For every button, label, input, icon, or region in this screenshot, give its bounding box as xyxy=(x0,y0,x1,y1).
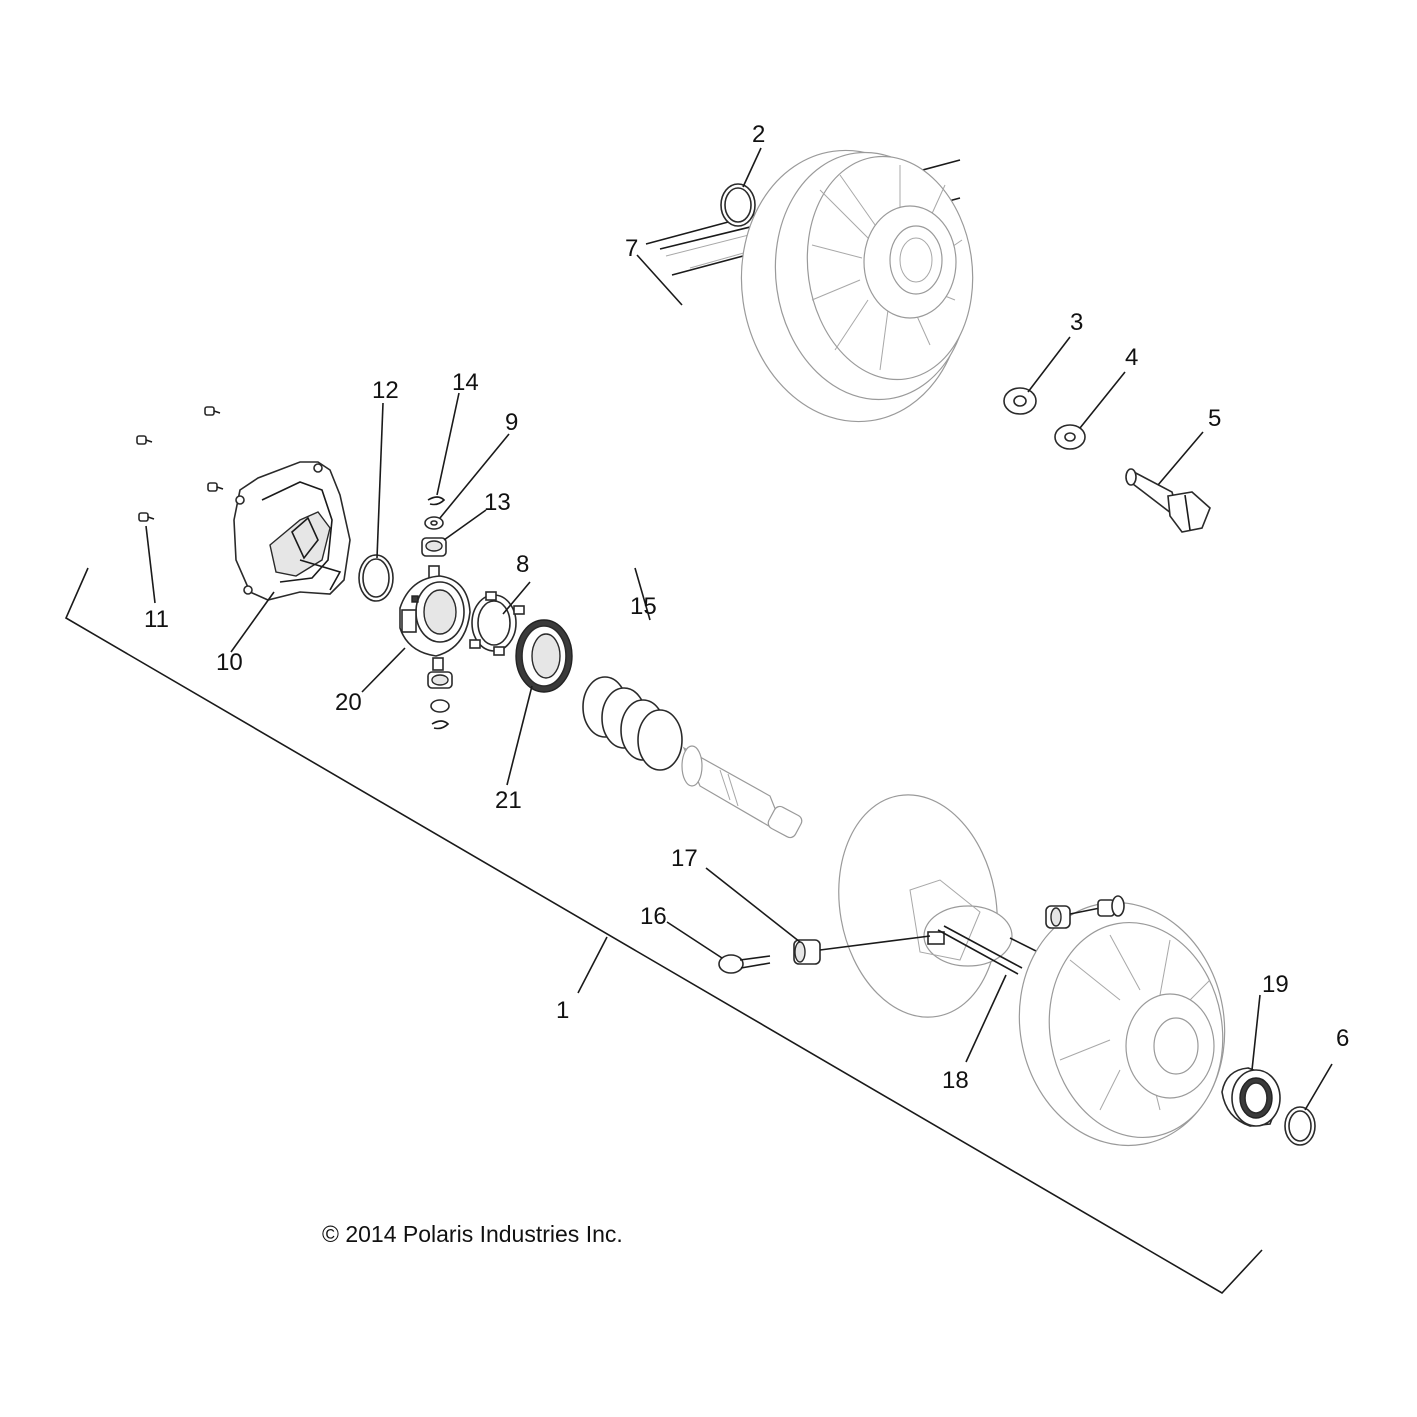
part-2-oring xyxy=(720,183,756,227)
part-10-cover xyxy=(233,461,351,601)
spider-roller-bottom xyxy=(427,671,453,730)
part-11-screws xyxy=(136,406,224,522)
callout-labels: 1 2 3 4 5 6 7 8 9 10 11 12 13 14 15 16 1… xyxy=(144,121,1349,1094)
assembly-bracket xyxy=(64,567,1263,1295)
callout-10: 10 xyxy=(216,649,243,676)
callout-17: 17 xyxy=(671,845,698,872)
upper-clutch-sheave xyxy=(740,149,974,423)
lower-fixed-sheave xyxy=(1018,901,1226,1147)
part-19-bearing xyxy=(1221,1067,1281,1127)
callout-1: 1 xyxy=(556,997,569,1024)
callout-9: 9 xyxy=(505,409,518,436)
callout-3: 3 xyxy=(1070,309,1083,336)
part-17-roller xyxy=(793,935,931,965)
part-13-roller-top xyxy=(421,537,447,557)
part-5-bolt xyxy=(1125,468,1211,533)
part-21-seal xyxy=(515,619,573,693)
callout-12: 12 xyxy=(372,377,399,404)
callout-6: 6 xyxy=(1336,1025,1349,1052)
callout-19: 19 xyxy=(1262,971,1289,998)
callout-16: 16 xyxy=(640,903,667,930)
part-14-clip-top xyxy=(427,496,446,506)
callout-15: 15 xyxy=(630,593,657,620)
callout-20: 20 xyxy=(335,689,362,716)
callout-4: 4 xyxy=(1125,344,1138,371)
leader-lines xyxy=(145,147,1333,1111)
lower-moveable-sheave xyxy=(838,794,1059,1018)
callout-21: 21 xyxy=(495,787,522,814)
pin-roller-assembly-right xyxy=(1045,895,1125,929)
part-6-retaining-ring xyxy=(1284,1106,1316,1146)
callout-18: 18 xyxy=(942,1067,969,1094)
callout-8: 8 xyxy=(516,551,529,578)
clutch-shaft xyxy=(681,745,803,839)
callout-2: 2 xyxy=(752,121,765,148)
callout-7: 7 xyxy=(625,235,638,262)
part-4-washer xyxy=(1054,424,1086,450)
callout-14: 14 xyxy=(452,369,479,396)
part-8-shim xyxy=(469,591,525,656)
callout-5: 5 xyxy=(1208,405,1221,432)
copyright-text: © 2014 Polaris Industries Inc. xyxy=(322,1221,623,1247)
part-18-cross-pin xyxy=(937,925,1023,975)
part-9-washer-top xyxy=(424,516,444,530)
part-12-snap-ring xyxy=(358,554,394,602)
part-20-spider xyxy=(399,565,471,671)
part-15-spring xyxy=(582,676,683,771)
part-16-pin xyxy=(718,954,771,974)
part-3-washer xyxy=(1003,387,1037,415)
callout-11: 11 xyxy=(144,606,169,633)
callout-13: 13 xyxy=(484,489,511,516)
